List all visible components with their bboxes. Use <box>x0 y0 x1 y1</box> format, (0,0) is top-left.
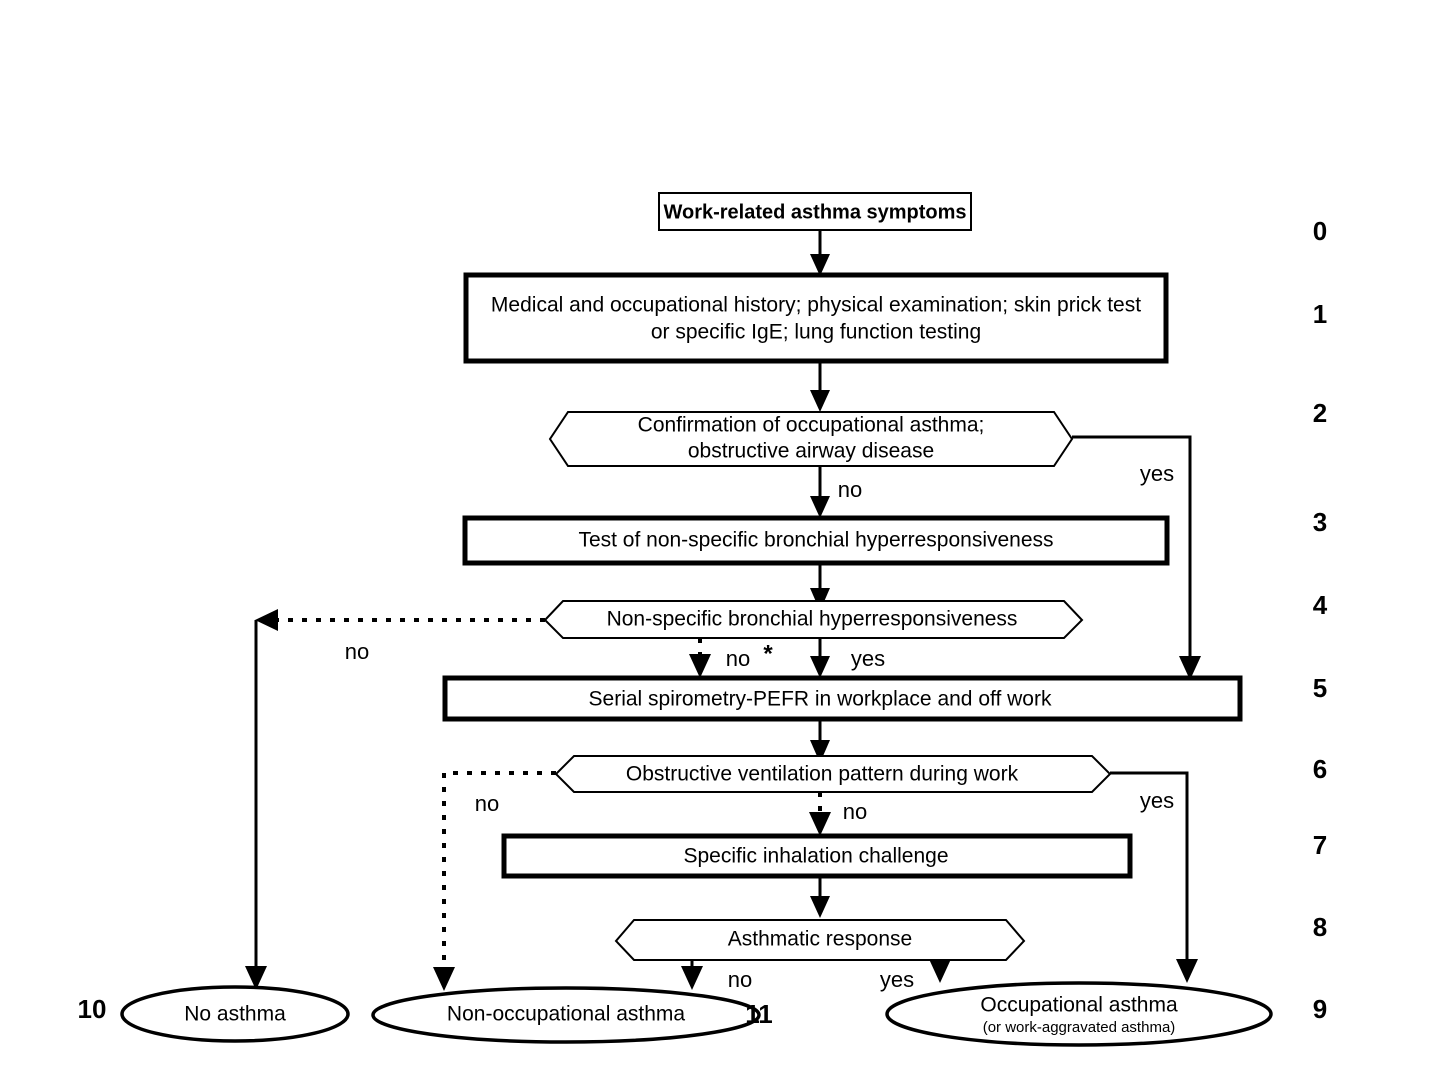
node-asthmatic-response[interactable]: Asthmatic response <box>614 919 1026 961</box>
node-non-occupational-asthma[interactable]: Non-occupational asthma <box>371 986 761 1044</box>
node-work-related-asthma-symptoms[interactable]: Work-related asthma symptoms <box>658 192 972 231</box>
connector-n3-n4 <box>810 563 830 611</box>
connector-n7-n8 <box>810 875 830 918</box>
step-number-6: 6 <box>1313 754 1327 784</box>
step-number-0: 0 <box>1313 216 1327 246</box>
connector-n4-n10-no <box>245 609 545 990</box>
step-number-4: 4 <box>1313 590 1328 620</box>
node-medical-occupational-history[interactable]: Medical and occupational history; physic… <box>463 272 1169 364</box>
edge-label-n4-left-no: no <box>345 639 369 664</box>
edge-label-n4-no: no <box>726 646 750 671</box>
step-number-5: 5 <box>1313 673 1327 703</box>
step-number-1: 1 <box>1313 299 1327 329</box>
node-label: No asthma <box>184 1003 286 1026</box>
node-label: Occupational asthma <box>980 994 1178 1017</box>
connector-n6-n9-yes <box>1110 771 1198 983</box>
connector-n6-n7-no <box>809 792 831 836</box>
edge-label-n2-yes: yes <box>1140 461 1174 486</box>
step-number-8: 8 <box>1313 912 1327 942</box>
step-number-11: 11 <box>745 999 773 1029</box>
node-label: Specific inhalation challenge <box>683 845 948 868</box>
connector-n8-n11-no <box>681 960 703 990</box>
node-nonspecific-bhr-decision[interactable]: Non-specific bronchial hyperresponsivene… <box>543 600 1084 639</box>
node-label: Serial spirometry-PEFR in workplace and … <box>589 688 1052 711</box>
edge-label-n6-yes: yes <box>1140 788 1174 813</box>
step-number-10: 10 <box>78 994 107 1024</box>
node-label: Obstructive ventilation pattern during w… <box>626 763 1019 786</box>
step-number-7: 7 <box>1313 830 1327 860</box>
node-obstructive-ventilation-pattern[interactable]: Obstructive ventilation pattern during w… <box>554 755 1112 793</box>
connector-n0-n1 <box>810 230 830 276</box>
connector-n1-n2 <box>810 361 830 412</box>
connector-n8-n9-yes <box>929 959 951 983</box>
connector-n5-n6 <box>810 718 830 763</box>
edge-label-n4-yes: yes <box>851 646 885 671</box>
node-label-line1: Confirmation of occupational asthma; <box>638 414 985 437</box>
node-sublabel: (or work-aggravated asthma) <box>983 1019 1176 1036</box>
node-label-line2: obstructive airway disease <box>688 440 934 463</box>
connector-n4-n5-yes <box>810 638 830 678</box>
edge-label-asterisk: * <box>763 640 773 667</box>
edge-label-n6-no: no <box>843 799 867 824</box>
connector-n4-n5-no <box>689 638 711 678</box>
node-label-line2: or specific IgE; lung function testing <box>651 321 981 344</box>
node-specific-inhalation-challenge[interactable]: Specific inhalation challenge <box>501 833 1133 879</box>
node-serial-spirometry-pefr[interactable]: Serial spirometry-PEFR in workplace and … <box>442 675 1243 722</box>
node-occupational-asthma[interactable]: Occupational asthma (or work-aggravated … <box>885 981 1273 1047</box>
node-label: Non-specific bronchial hyperresponsivene… <box>607 608 1018 631</box>
node-test-nonspecific-bhr[interactable]: Test of non-specific bronchial hyperresp… <box>462 515 1170 566</box>
edge-label-n8-yes: yes <box>880 967 914 992</box>
node-label: Test of non-specific bronchial hyperresp… <box>578 529 1053 552</box>
connector-n2-n3-no <box>810 466 830 518</box>
node-no-asthma[interactable]: No asthma <box>120 985 350 1043</box>
node-confirmation-occupational-asthma[interactable]: Confirmation of occupational asthma; obs… <box>548 411 1074 467</box>
node-label: Work-related asthma symptoms <box>663 201 966 223</box>
step-number-9: 9 <box>1313 994 1327 1024</box>
connector-n6-n11-no <box>433 771 556 991</box>
edge-label-n8-no: no <box>728 967 752 992</box>
node-label-line1: Medical and occupational history; physic… <box>491 294 1141 317</box>
step-number-2: 2 <box>1313 398 1327 428</box>
edge-label-n2-no: no <box>838 477 862 502</box>
node-label: Non-occupational asthma <box>447 1003 685 1026</box>
connector-n2-n5-yes <box>1072 435 1201 680</box>
edge-label-n6-left-no: no <box>475 791 499 816</box>
step-number-3: 3 <box>1313 507 1327 537</box>
node-label: Asthmatic response <box>728 928 912 951</box>
